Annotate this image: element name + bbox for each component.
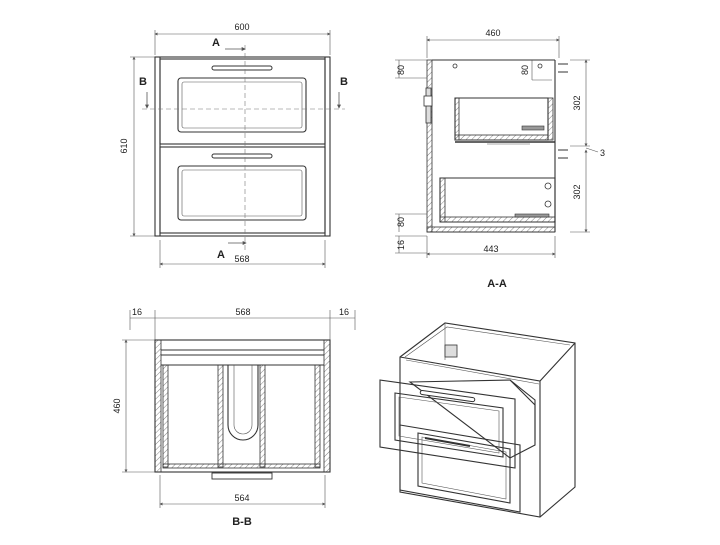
dim-top-right-80: 80 — [520, 65, 530, 75]
dim-lower-302: 302 — [572, 184, 582, 199]
dim-bottom-564: 564 — [234, 493, 249, 503]
lower-handle-icon — [211, 153, 273, 159]
section-b-right: B — [340, 76, 348, 88]
isometric-view — [379, 322, 576, 518]
section-bb-view: 16 568 16 460 564 B-B — [112, 307, 356, 528]
section-bb-label: B-B — [232, 516, 252, 528]
dim-depth-460: 460 — [485, 28, 500, 38]
bb-handle-icon — [211, 472, 273, 480]
dim-depth-443: 443 — [483, 244, 498, 254]
dim-upper-302: 302 — [572, 95, 582, 110]
section-aa-label: A-A — [487, 278, 507, 290]
section-a-bottom: A — [217, 249, 225, 261]
dim-gap-3: 3 — [600, 148, 605, 158]
dim-side-right-16: 16 — [339, 307, 349, 317]
dim-width-600: 600 — [234, 22, 249, 32]
section-a-top: A — [212, 37, 220, 49]
upper-handle-icon — [211, 65, 273, 71]
dim-depth-460-bb: 460 — [112, 398, 122, 413]
section-aa-view: 460 80 — [395, 28, 605, 290]
iso-hinge-icon — [444, 344, 458, 358]
section-b-left: B — [139, 76, 147, 88]
dim-side-left-16: 16 — [132, 307, 142, 317]
dim-inner-width-568: 568 — [234, 254, 249, 264]
dim-top-left-80: 80 — [396, 65, 406, 75]
front-view: 600 610 568 A A B B — [119, 22, 348, 268]
dim-inner-568: 568 — [235, 307, 250, 317]
dim-base-16: 16 — [396, 240, 406, 250]
iso-handle-icon — [419, 390, 476, 403]
dim-bottom-80: 80 — [396, 217, 406, 227]
dim-height-610: 610 — [119, 138, 129, 153]
